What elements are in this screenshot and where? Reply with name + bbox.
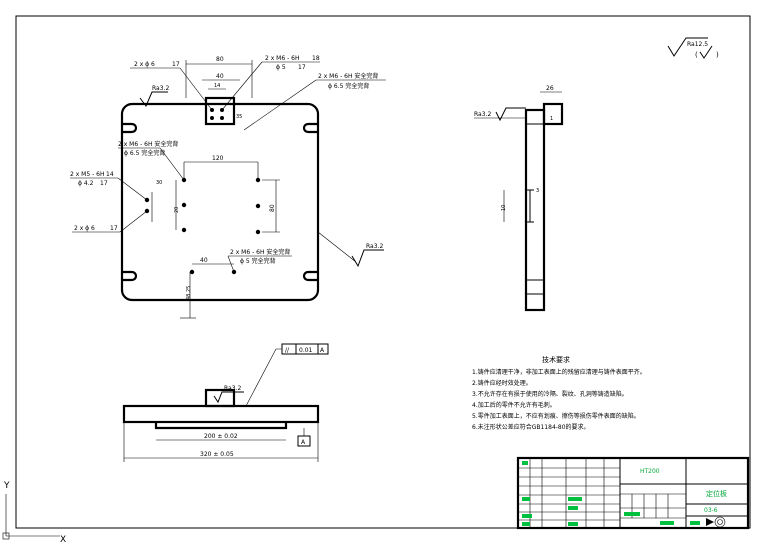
paren-open: (	[695, 51, 698, 59]
technical-notes: 技术要求 1.铸件应清理干净，非加工表面上的残留应清理与铸件表面平齐。 2.铸件…	[472, 355, 646, 431]
callout-m6-right-sub: ϕ 6.5 完全完背	[328, 82, 369, 90]
callout-m6-left: 2 x M6 - 6H 安全完背	[118, 140, 178, 148]
callout-m6-top-depth: 18	[312, 55, 320, 62]
axis-x-label: X	[60, 535, 66, 544]
dim-80: 80	[216, 56, 224, 63]
callout-phi6-left-bottom-depth: 17	[110, 225, 118, 232]
callout-m5-left-sub-depth: 17	[100, 180, 108, 187]
note-3: 3.不允许存在有损于使用的冷隔、裂纹、孔洞等铸造缺陷。	[472, 390, 628, 398]
title-drawing-no: 03-6	[704, 507, 718, 514]
note-6: 6.未注形状公差应符合GB1184-80的要求。	[472, 423, 590, 431]
dim-320: 320 ± 0.05	[200, 451, 234, 458]
bottom-body	[122, 404, 320, 424]
callout-m6-left-sub: ϕ 6.5 完全完背	[124, 149, 165, 157]
side-dim-26: 26	[546, 85, 554, 92]
bottom-boss	[204, 388, 236, 408]
callout-m5-left-sub: ϕ 4.2	[78, 180, 94, 187]
boss-hole-4	[220, 116, 224, 120]
axis-y-label: Y	[3, 481, 10, 491]
dim-35: 35	[236, 114, 242, 120]
tol-symbol: //	[285, 347, 290, 354]
paren-close: )	[716, 51, 719, 59]
dim-20: 20	[174, 207, 180, 213]
dim-120: 120	[212, 155, 224, 162]
general-surface-finish: Ra12.5 ( )	[667, 37, 719, 59]
dim-40b: 40	[200, 257, 208, 264]
side-body	[524, 108, 546, 312]
side-view: 26 1 10 3 Ra3.2	[474, 85, 564, 312]
callout-m6-bottom: 2 x M6 - 6H 安全完背	[230, 248, 290, 256]
plate-outline	[120, 102, 320, 302]
callout-m6-top-sub-depth: 17	[298, 64, 306, 71]
front-view: 80 40 14 35 120 80 20 30 40 48.25 2 x ϕ …	[70, 55, 386, 319]
callout-m6-top-sub: ϕ 5	[276, 64, 286, 71]
callout-m6-bottom-sub: ϕ 5 完全完背	[240, 257, 276, 265]
slot-top-right	[302, 122, 318, 134]
dim-30: 30	[156, 180, 162, 186]
sheet-border	[15, 15, 751, 529]
top-boss	[204, 96, 236, 126]
title-material: HT200	[640, 468, 660, 475]
hole-b	[181, 202, 187, 208]
side-boss	[542, 102, 564, 126]
slot-bottom-left	[122, 270, 138, 282]
title-block: HT200 定位板 03-6	[516, 456, 750, 530]
dim-48: 48.25	[186, 286, 192, 300]
callout-phi6-left-bottom: 2 x ϕ 6	[74, 225, 95, 232]
note-4: 4.加工后的零件不允许有毛刺。	[472, 401, 556, 409]
hole-e	[255, 203, 261, 209]
side-dim-1: 1	[550, 116, 553, 122]
datum-a: A	[301, 439, 306, 446]
dim-40: 40	[216, 73, 224, 80]
tol-datum: A	[320, 347, 325, 354]
side-ra: Ra3.2	[474, 111, 491, 118]
bottom-recess	[154, 422, 288, 430]
callout-phi6-top: 2 x ϕ 6	[134, 61, 155, 68]
callout-phi6-top-depth: 17	[172, 61, 180, 68]
callout-m6-right: 2 x M6 - 6H 安全完背	[318, 72, 378, 80]
note-1: 1.铸件应清理干净，非加工表面上的残留应清理与铸件表面平齐。	[472, 368, 646, 376]
dim-200: 200 ± 0.02	[204, 433, 238, 440]
hole-c	[181, 227, 187, 233]
ra-general-text: Ra12.5	[687, 41, 708, 48]
ra-right: Ra3.2	[366, 243, 383, 250]
datum-a-box	[297, 435, 311, 447]
bottom-view: 200 ± 0.02 320 ± 0.05 // 0.01 A Ra3.2 A	[122, 343, 329, 462]
callout-m5-left: 2 x M5 - 6H	[70, 171, 105, 178]
callout-m6-top: 2 x M6 - 6H	[265, 55, 300, 62]
slot-top-left	[122, 122, 138, 134]
dim-80v: 80	[269, 204, 276, 212]
note-2: 2.铸件应经时效处理。	[472, 379, 532, 387]
tol-value: 0.01	[299, 347, 313, 354]
ra-top: Ra3.2	[152, 85, 169, 92]
slot-bottom-right	[302, 270, 318, 282]
ucs-icon: Y X	[2, 481, 66, 544]
dim-14: 14	[214, 83, 220, 89]
boss-hole-3	[210, 116, 214, 120]
note-5: 5.零件加工表面上，不应有划痕、擦伤等损伤零件表面的缺陷。	[472, 412, 640, 420]
title-part-name: 定位板	[706, 489, 727, 498]
bottom-ra: Ra3.2	[224, 385, 241, 392]
callout-m5-left-depth: 14	[106, 171, 114, 178]
notes-title: 技术要求	[542, 355, 570, 364]
hole-j	[189, 269, 195, 275]
side-dim-3: 3	[536, 188, 539, 194]
hole-f	[255, 229, 261, 235]
hole-d	[255, 177, 261, 183]
